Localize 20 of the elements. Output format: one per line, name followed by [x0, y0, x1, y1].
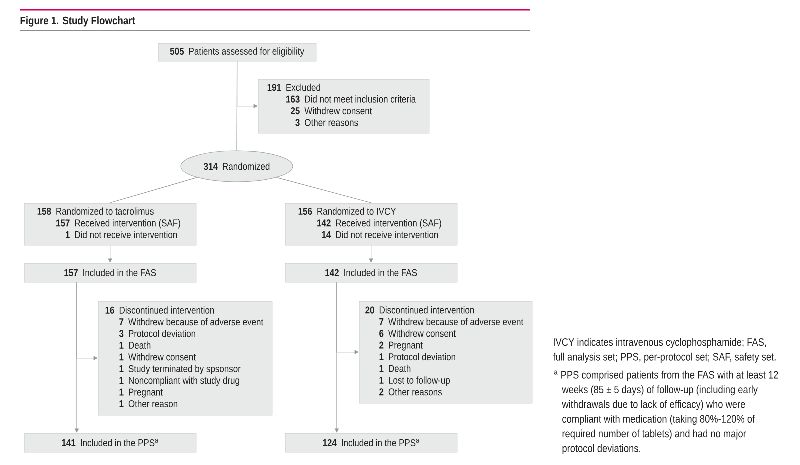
- flowchart-box: 124 Included in the PPS$^{a}$: [285, 433, 458, 453]
- arrow: [76, 282, 98, 360]
- flowchart-box: 156 Randomized to IVCY 142 Received intervention (SAF) 14 Did not receive intervention: [285, 203, 458, 246]
- arrow: [237, 61, 258, 108]
- flowchart-box: 20 Discontinued intervention 7 Withdrew because of adverse event 6 Withdrew consent 2 Pregnant 1 Protocol deviation 1 Death 1 Lost to follow-up 2 Other reasons: [359, 301, 533, 404]
- note: IVCY indicates intravenous cyclophosphamide; FAS, full analysis set; PPS, per-protocol set; SAF, safety set.: [553, 338, 776, 363]
- arrow: [369, 245, 374, 263]
- arrow: [108, 245, 112, 263]
- connector-line: [276, 177, 372, 204]
- connector-line: [110, 177, 198, 204]
- footnote: $^{a}$ PPS comprised patients from the FAS with at least 12 weeks (85 ± 5 days) of follow-up (including early withdrawals due to lack of efficacy) who were compliant with medication (taking 80%-120% of required number of tablets) and had no major protocol deviations.: [554, 370, 778, 454]
- flowchart-box: 191 Excluded 163 Did not meet inclusion criteria 25 Withdrew consent 3 Other reasons: [258, 79, 430, 134]
- title: Figure 1. Study Flowchart: [20, 16, 136, 27]
- flowchart-box: 158 Randomized to tacrolimus 157 Received intervention (SAF) 1 Did not receive intervention: [24, 203, 197, 246]
- flowchart-box: 141 Included in the PPS$^{a}$: [24, 433, 197, 453]
- flowchart-box: 16 Discontinued intervention 7 Withdrew because of adverse event 3 Protocol deviation 1 Death 1 Withdrew consent 1 Study terminated by spsonsor 1 Noncompliant with study drug 1 Pregnant 1 Other reason: [98, 301, 273, 416]
- arrow: [336, 282, 359, 354]
- flowchart-box: 157 Included in the FAS: [24, 263, 197, 283]
- flowchart-box: 142 Included in the FAS: [285, 263, 458, 283]
- flowchart-box: 505 Patients assessed for eligibility: [158, 43, 317, 62]
